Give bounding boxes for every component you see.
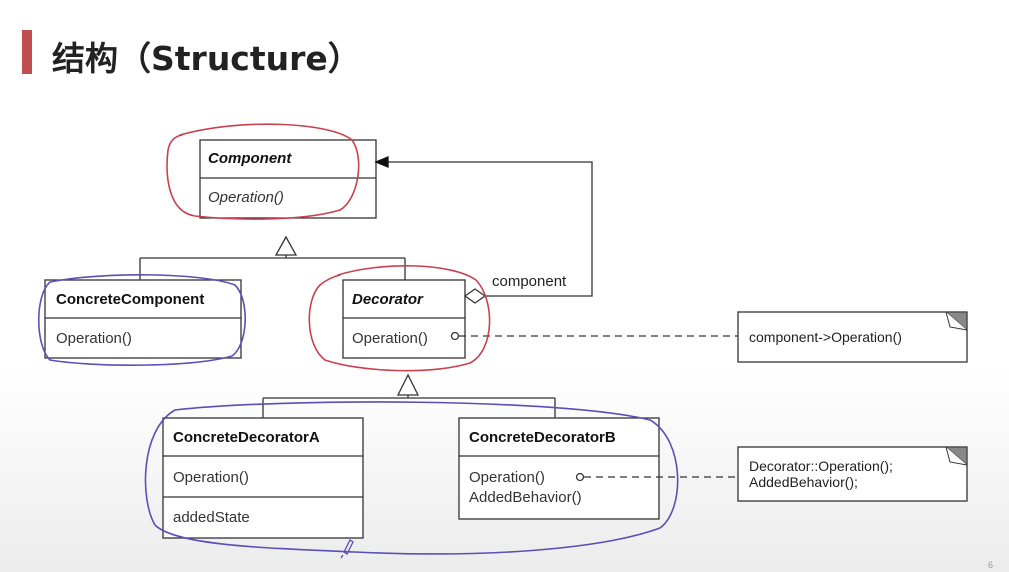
decorator-b-note-connector [575, 472, 738, 482]
pen-cursor-icon [340, 539, 354, 559]
component-class: Component Operation() [199, 139, 377, 219]
decorator-operation: Operation() [352, 330, 428, 347]
component-class-name: Component [208, 150, 292, 167]
concrete-decorator-a-class: ConcreteDecoratorA Operation() addedStat… [162, 417, 364, 539]
concrete-decorator-a-attribute: addedState [173, 509, 250, 526]
red-annotation-component [166, 123, 360, 220]
concrete-component-class-name: ConcreteComponent [56, 291, 204, 308]
decorator-b-note-line-1: Decorator::Operation(); [749, 458, 893, 474]
decorator-class: Decorator Operation() [342, 279, 466, 359]
concrete-decorator-a-class-name: ConcreteDecoratorA [173, 429, 320, 446]
concrete-decorator-b-behavior: AddedBehavior() [469, 489, 582, 506]
decorator-note: component->Operation() [737, 311, 968, 363]
slide-title: 结构（Structure） [52, 39, 361, 78]
decorator-note-connector [450, 331, 738, 341]
concrete-decorator-b-class: ConcreteDecoratorB Operation() AddedBeha… [458, 417, 660, 520]
red-annotation-decorator [308, 264, 491, 372]
concrete-decorator-a-operation: Operation() [173, 469, 249, 486]
decorator-b-note: Decorator::Operation(); AddedBehavior(); [737, 446, 968, 502]
decorator-note-text: component->Operation() [749, 329, 902, 345]
decorator-class-name: Decorator [352, 291, 424, 308]
component-operation: Operation() [208, 189, 284, 206]
blue-annotation-concrete-component [37, 274, 246, 366]
concrete-component-class: ConcreteComponent Operation() [44, 279, 242, 359]
concrete-decorator-b-operation: Operation() [469, 469, 545, 486]
title-accent-bar [22, 30, 32, 74]
concrete-decorator-b-class-name: ConcreteDecoratorB [469, 429, 616, 446]
concrete-component-operation: Operation() [56, 330, 132, 347]
inheritance-to-decorator [262, 373, 556, 418]
page-number: 6 [987, 560, 993, 570]
inheritance-to-component [139, 235, 406, 280]
association-label: component [492, 273, 567, 290]
blue-annotation-concrete-decorators [144, 401, 679, 555]
decorator-b-note-line-2: AddedBehavior(); [749, 474, 858, 490]
